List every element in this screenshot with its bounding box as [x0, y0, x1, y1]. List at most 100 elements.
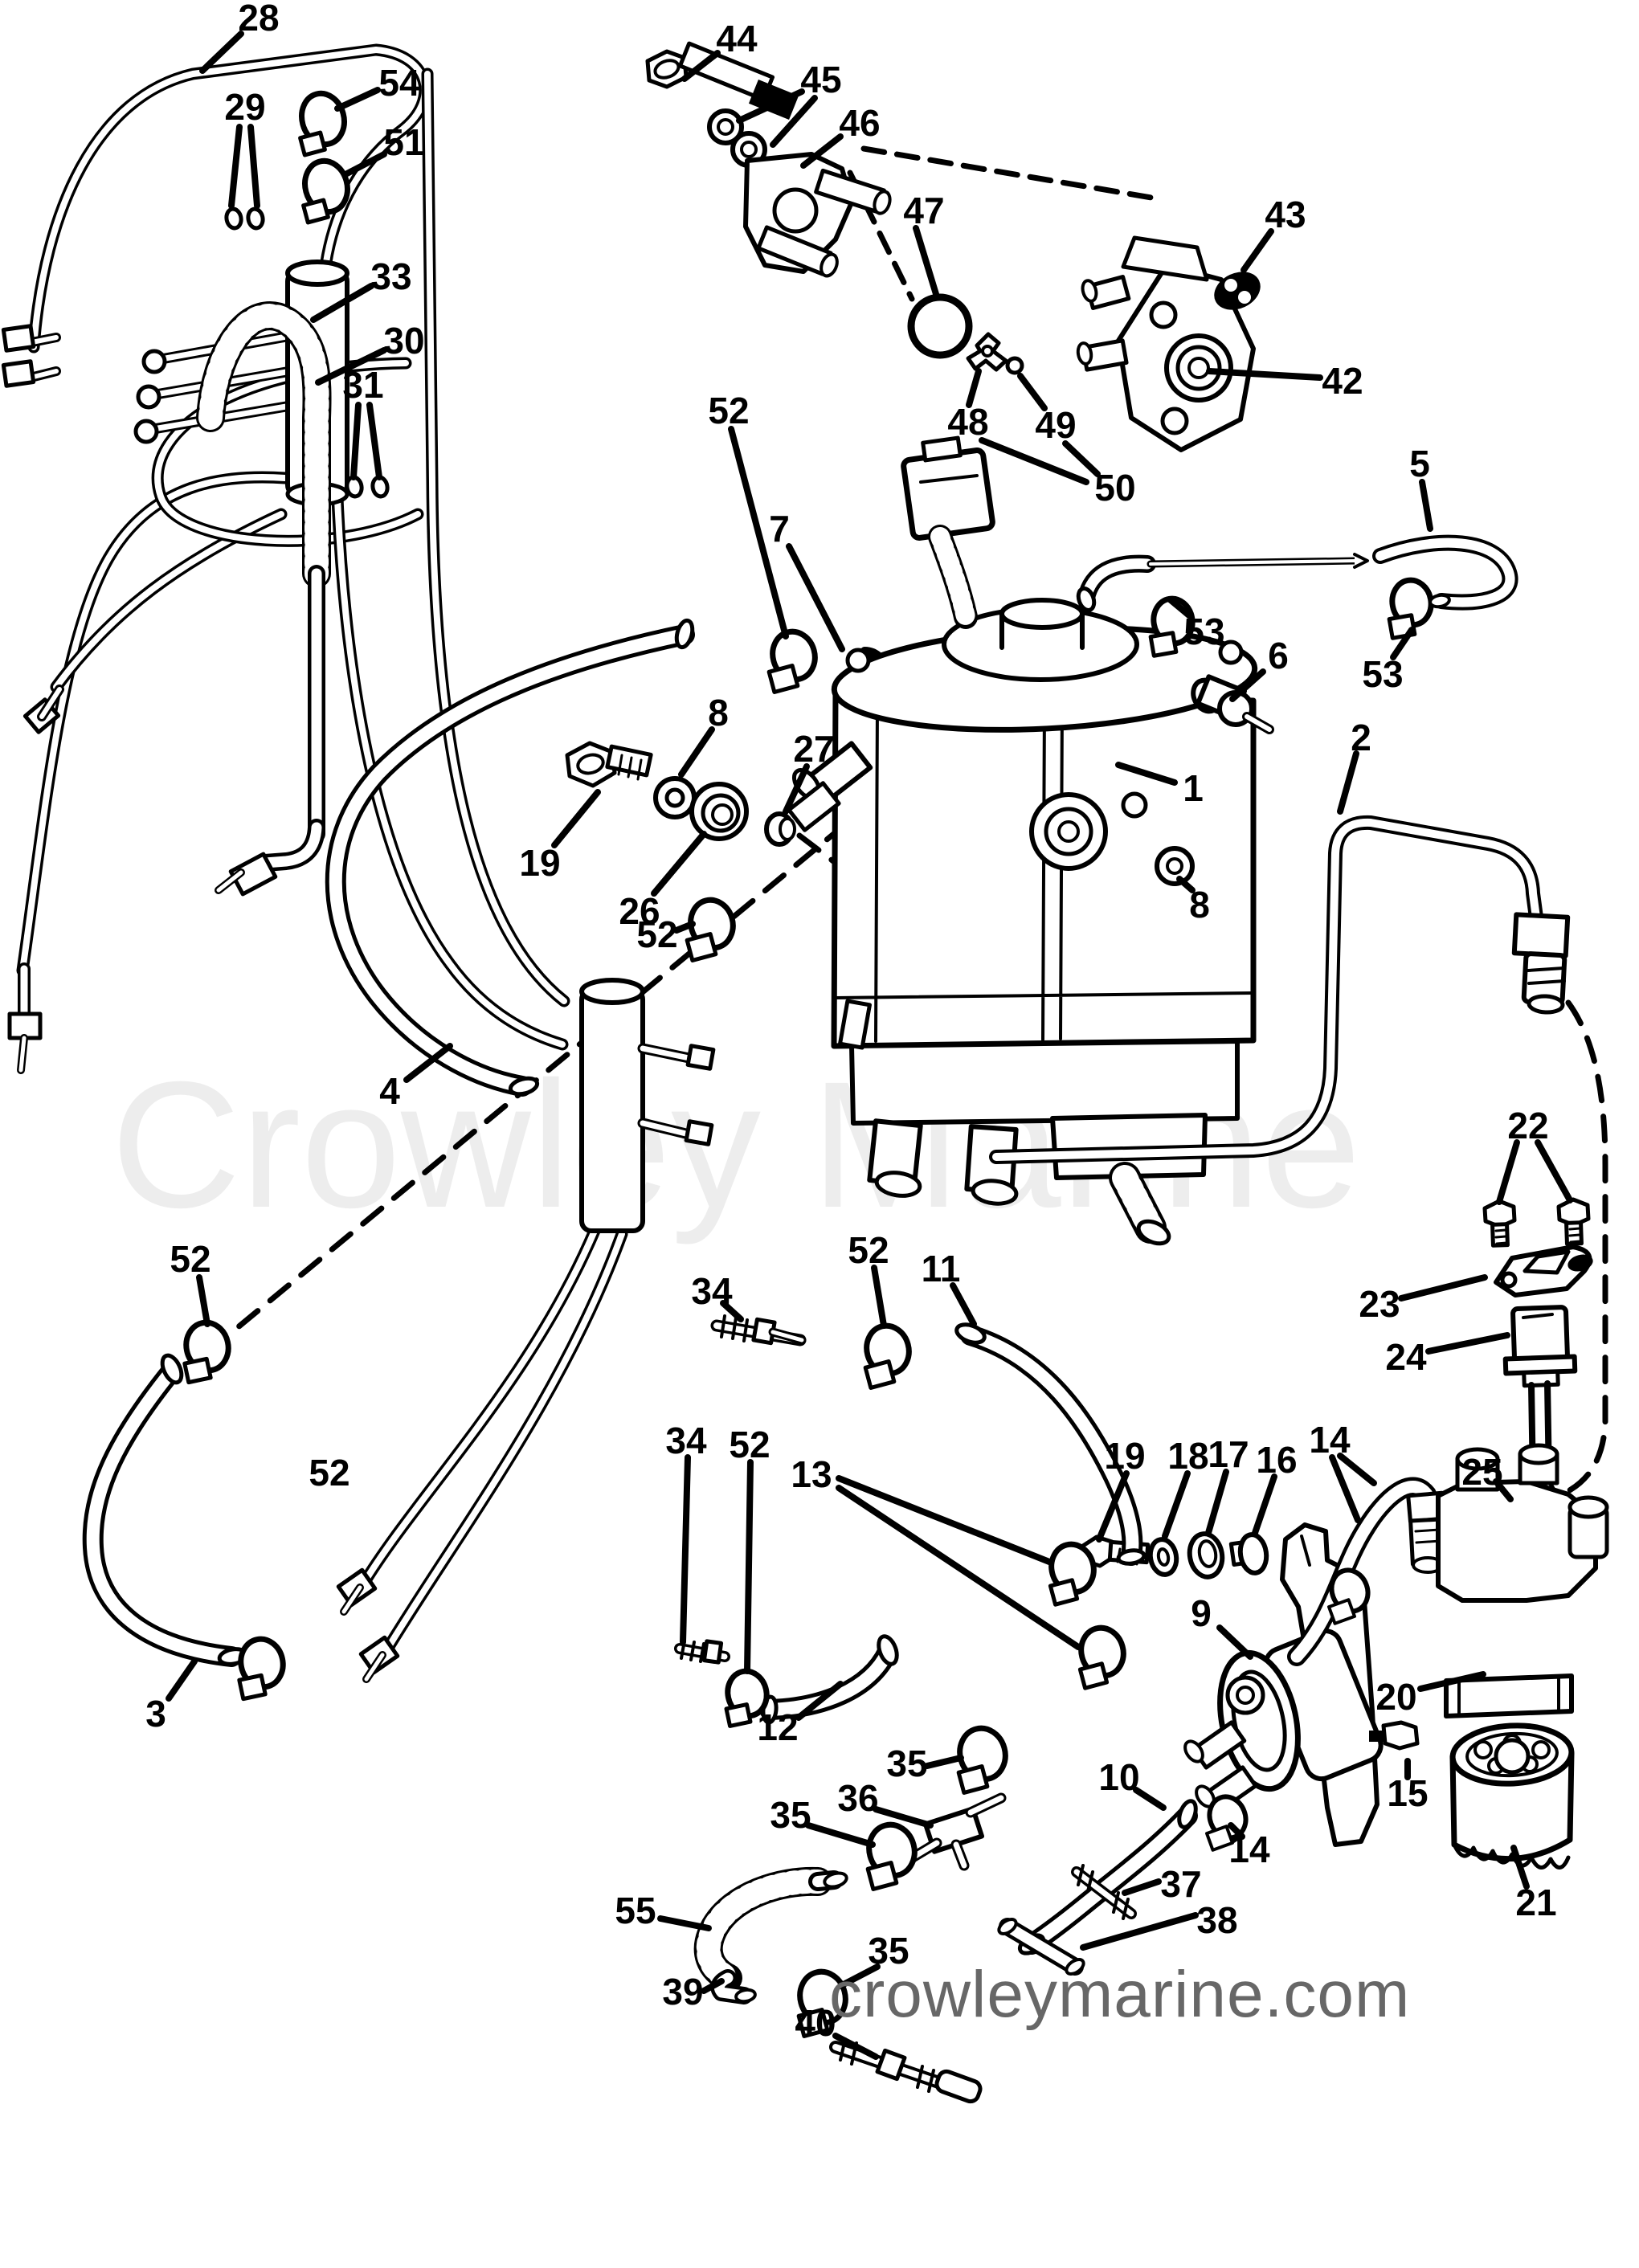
diagram-ellipse	[579, 978, 645, 1005]
part-label-35a: 35	[886, 1743, 927, 1784]
diagram-ellipse	[1078, 1624, 1126, 1679]
leader-line	[950, 1282, 977, 1327]
part-label-42: 42	[1322, 360, 1363, 402]
diagram-ellipse	[285, 259, 349, 287]
part-label-2: 2	[1351, 717, 1371, 758]
diagram-ellipse	[576, 753, 605, 775]
diagram-circle	[1166, 857, 1183, 875]
diagram-circle	[1160, 407, 1189, 435]
leader-line	[247, 124, 260, 209]
leader-line	[1216, 1624, 1253, 1660]
part-label-21: 21	[1515, 1882, 1556, 1923]
part-label-8a: 8	[708, 692, 729, 734]
diagram-shape	[565, 741, 617, 788]
diagram-ellipse	[1048, 1541, 1097, 1596]
part-label-6: 6	[1268, 635, 1289, 676]
leader-line	[673, 921, 696, 934]
diagram-rect	[1077, 1661, 1110, 1690]
diagram-ellipse	[874, 1171, 922, 1198]
diagram-circle	[707, 108, 744, 145]
leader-line	[1206, 368, 1323, 381]
diagram-ellipse	[508, 1076, 540, 1097]
part-label-26: 26	[619, 890, 660, 932]
diagram-ellipse	[1183, 1739, 1204, 1763]
leader-line	[1133, 1787, 1167, 1811]
part-label-9: 9	[1191, 1592, 1212, 1634]
diagram-rect	[7, 1011, 43, 1040]
leader-line	[199, 31, 244, 74]
leader-line	[1390, 627, 1415, 660]
diagram-ellipse	[1197, 1539, 1218, 1568]
diagram-ellipse	[997, 1918, 1018, 1935]
diagram-ellipse	[1567, 1254, 1593, 1272]
diagram-rect	[684, 1119, 714, 1146]
part-label-30: 30	[383, 320, 424, 362]
part-label-5: 5	[1409, 443, 1430, 484]
part-label-22: 22	[1507, 1105, 1548, 1146]
diagram-rect	[228, 852, 278, 897]
diagram-ellipse	[224, 206, 243, 231]
leader-line	[1228, 1822, 1245, 1840]
leader-line	[1252, 1473, 1277, 1536]
diagram-shape	[1436, 1479, 1598, 1603]
diagram-shape	[1568, 1227, 1582, 1244]
diagram-ellipse	[971, 1179, 1019, 1206]
leader-line	[1017, 373, 1048, 411]
leader-line	[1337, 750, 1359, 815]
part-label-8b: 8	[1189, 884, 1210, 926]
leader-line	[680, 1454, 691, 1645]
part-label-48: 48	[947, 401, 988, 443]
diagram-ellipse	[1429, 593, 1451, 609]
part-label-52a: 52	[708, 390, 749, 431]
diagram-rect	[1, 324, 36, 353]
diagram-circle	[1494, 1738, 1531, 1775]
diagram-rect	[1048, 1578, 1080, 1607]
leader-line	[871, 1265, 887, 1329]
diagram-shape	[1300, 1534, 1311, 1567]
diagram-circle	[1164, 333, 1233, 403]
part-label-45: 45	[800, 59, 841, 100]
diagram-ellipse	[1076, 341, 1093, 366]
part-label-19b: 19	[1104, 1435, 1145, 1477]
leader-line	[166, 1658, 198, 1702]
diagram-ellipse	[823, 1871, 848, 1889]
leader-line	[1162, 1470, 1191, 1539]
part-label-27: 27	[793, 728, 834, 770]
diagram-shape	[720, 1314, 749, 1342]
diagram-circle	[711, 803, 734, 826]
diagram-ellipse	[1465, 1731, 1559, 1778]
part-label-52c: 52	[170, 1238, 210, 1280]
diagram-ellipse	[160, 1353, 184, 1385]
leader-line	[837, 1964, 881, 1989]
diagram-ellipse	[797, 1968, 848, 2026]
leader-line	[366, 402, 382, 480]
part-label-18: 18	[1167, 1435, 1208, 1477]
diagram-shape	[834, 704, 1255, 1043]
diagram-ellipse	[246, 206, 265, 231]
diagram-circle	[1500, 1271, 1518, 1289]
diagram-rect	[579, 987, 645, 1233]
diagram-circle	[1149, 300, 1178, 329]
part-label-15: 15	[1387, 1772, 1428, 1814]
diagram-rect	[301, 198, 330, 225]
diagram-ellipse	[779, 817, 796, 841]
part-label-13: 13	[791, 1453, 832, 1495]
leader-line	[334, 87, 381, 112]
leader-line	[701, 1978, 725, 1994]
part-label-14a: 14	[1309, 1419, 1351, 1461]
part-label-3: 3	[145, 1693, 166, 1735]
diagram-rect	[748, 80, 799, 120]
diagram-rect	[934, 2069, 983, 2104]
diagram-rect	[1205, 1825, 1234, 1852]
diagram-ellipse	[877, 1634, 899, 1666]
diagram-shape	[1077, 1864, 1130, 1920]
part-label-54: 54	[378, 62, 420, 104]
diagram-shape	[1452, 1842, 1571, 1870]
part-label-23: 23	[1359, 1283, 1400, 1325]
diagram-shape	[1121, 235, 1209, 282]
part-label-10: 10	[1098, 1756, 1139, 1798]
diagram-ellipse	[1116, 1548, 1146, 1566]
leader-line	[783, 763, 810, 815]
part-label-19a: 19	[519, 842, 560, 884]
